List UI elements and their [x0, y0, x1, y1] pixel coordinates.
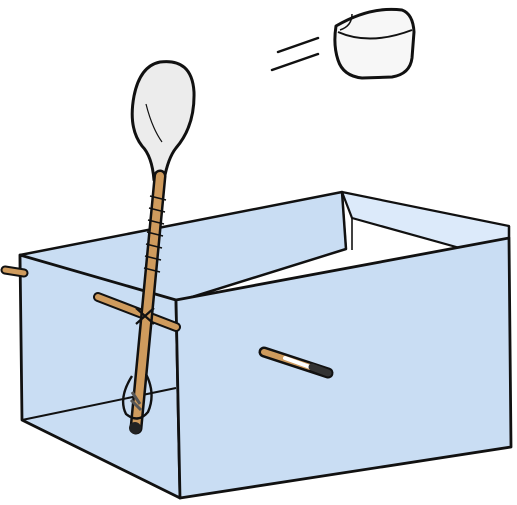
motion-lines	[272, 38, 318, 70]
box-icon	[20, 192, 511, 498]
marshmallow-icon	[335, 9, 414, 78]
